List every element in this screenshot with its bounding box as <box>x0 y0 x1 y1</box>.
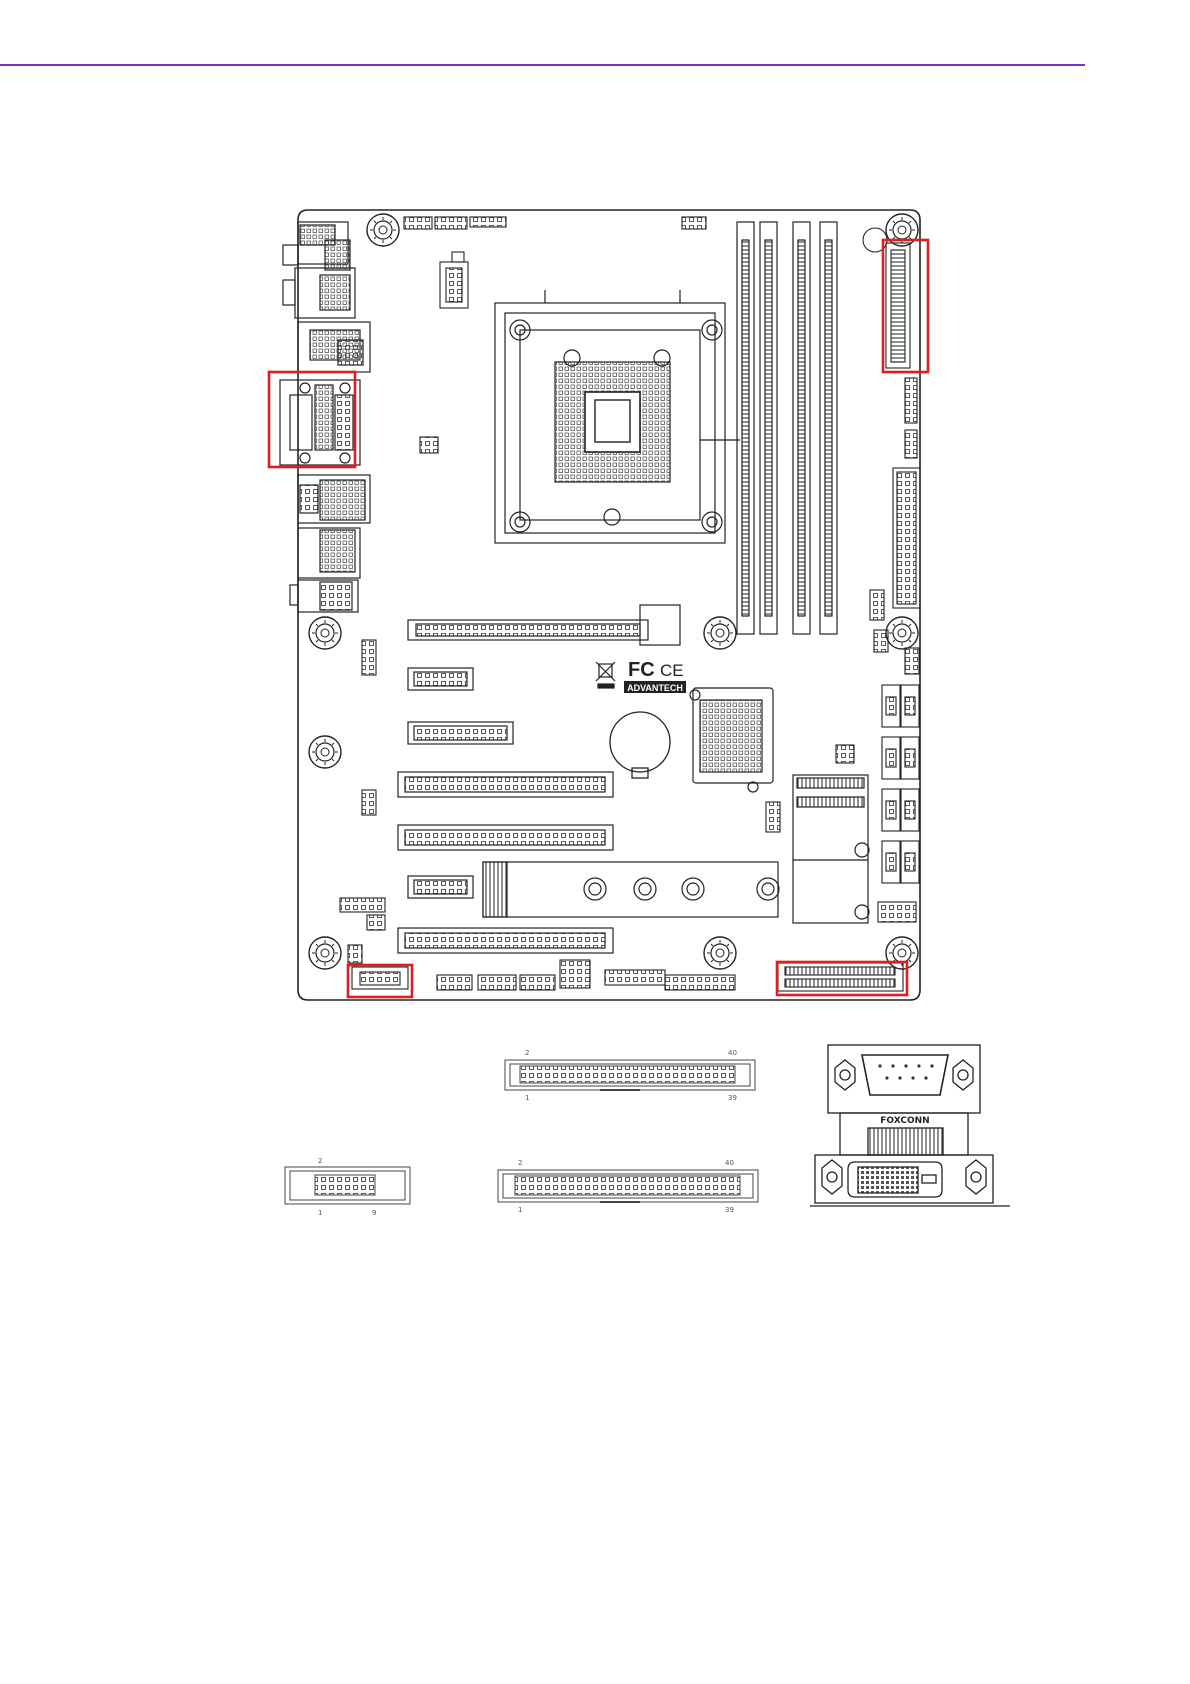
wide-top-pin-39: 39 <box>728 1094 737 1102</box>
lan-usb-stack-bottom <box>298 528 360 578</box>
misc-headers <box>340 640 854 963</box>
usb-lan-stack-top <box>283 222 355 318</box>
small-header-pin-1: 1 <box>318 1209 322 1217</box>
weee-bin-icon <box>596 662 615 688</box>
detail-header-wide-bottom: 2 40 1 39 <box>498 1159 758 1214</box>
sata-ports <box>882 685 919 883</box>
rear-io-panel <box>280 222 370 612</box>
cpu-socket <box>495 290 740 543</box>
usb-stack-middle <box>298 475 370 523</box>
m2-slot-key-m <box>483 862 779 917</box>
wide-top-pin-40: 40 <box>728 1049 737 1057</box>
dimm-slots <box>737 222 837 634</box>
vendor-label: FOXCONN <box>880 1116 929 1126</box>
audio-jack-stack <box>290 580 358 612</box>
bottom-headers <box>352 960 903 991</box>
cmos-battery <box>610 712 670 778</box>
small-header-pin-2: 2 <box>318 1157 322 1165</box>
right-edge-connectors <box>863 228 920 922</box>
wide-bottom-pin-2: 2 <box>518 1159 522 1167</box>
detail-dual-port-connector: FOXCONN <box>810 1045 1010 1206</box>
fcc-mark: FC <box>628 659 655 681</box>
ce-mark: CE <box>660 661 684 680</box>
wide-top-pin-2: 2 <box>525 1049 529 1057</box>
wide-bottom-pin-39: 39 <box>725 1206 734 1214</box>
board-markings: FC CE ADVANTECH <box>596 659 686 693</box>
chipset <box>690 688 773 792</box>
detail-header-small: 2 1 9 <box>285 1157 410 1217</box>
detail-header-wide-top: 2 40 1 39 <box>505 1049 755 1102</box>
small-header-pin-9: 9 <box>372 1209 376 1217</box>
wide-top-pin-1: 1 <box>525 1094 529 1102</box>
brand-logo: ADVANTECH <box>627 683 683 693</box>
displayport-stack <box>298 322 370 372</box>
m2-slot-key-e <box>793 775 869 923</box>
wide-bottom-pin-1: 1 <box>518 1206 522 1214</box>
wide-bottom-pin-40: 40 <box>725 1159 734 1167</box>
vga-dvi-port <box>280 380 360 465</box>
expansion-slots <box>398 605 680 953</box>
